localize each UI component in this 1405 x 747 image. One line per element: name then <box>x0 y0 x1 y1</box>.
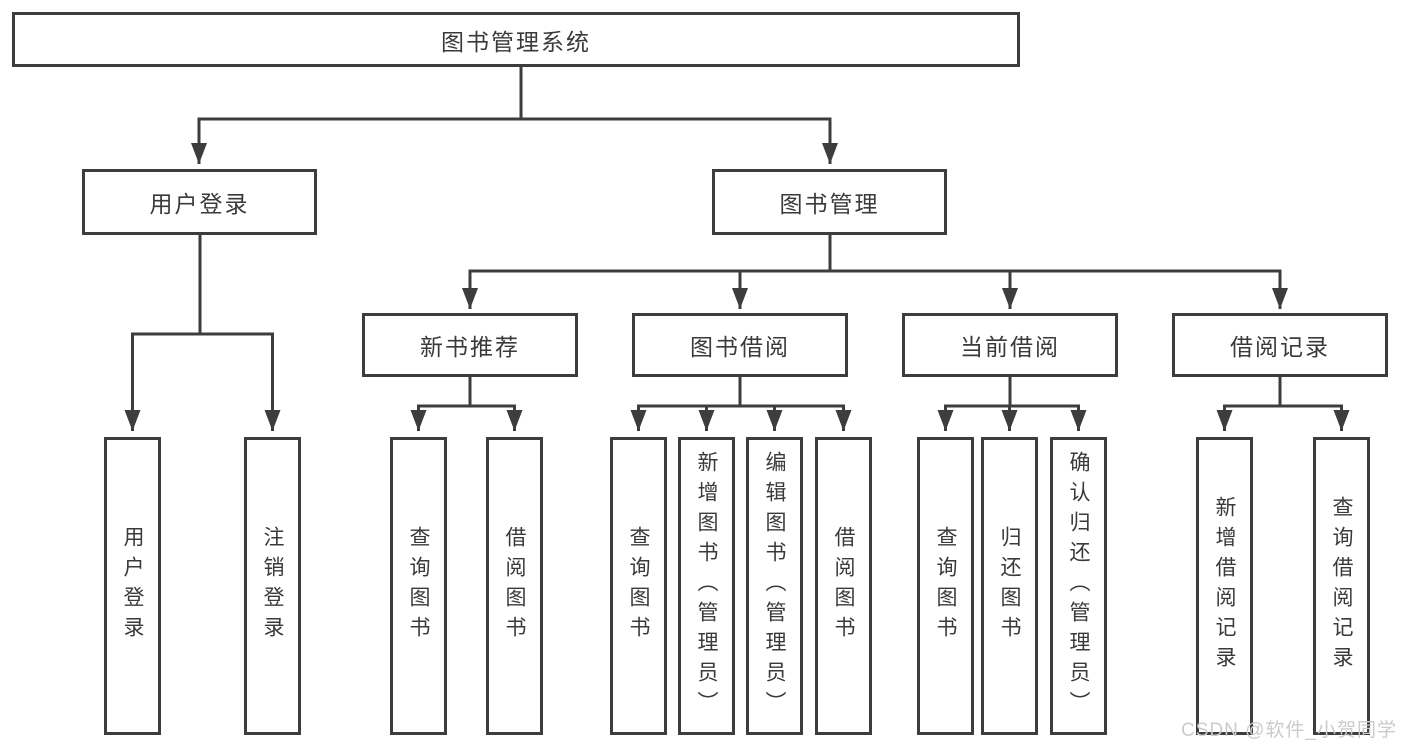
leaf-user-login: 用户登录 <box>104 437 161 735</box>
leaf-query-book-current: 查询图书 <box>917 437 974 735</box>
leaf-add-book-admin-label: 新增图书（管理员） <box>695 451 719 721</box>
leaf-query-book-borrowing: 查询图书 <box>610 437 667 735</box>
node-book-borrowing: 图书借阅 <box>632 313 848 377</box>
leaf-query-borrow-record: 查询借阅记录 <box>1313 437 1370 735</box>
leaf-borrow-book: 借阅图书 <box>815 437 872 735</box>
node-root: 图书管理系统 <box>12 12 1020 67</box>
leaf-query-book-current-label: 查询图书 <box>934 526 958 646</box>
leaf-query-book-recommend: 查询图书 <box>390 437 447 735</box>
leaf-borrow-book-label: 借阅图书 <box>832 526 856 646</box>
leaf-confirm-return-admin: 确认归还（管理员） <box>1050 437 1107 735</box>
leaf-add-borrow-record: 新增借阅记录 <box>1196 437 1253 735</box>
leaf-query-book-recommend-label: 查询图书 <box>407 526 431 646</box>
leaf-user-login-label: 用户登录 <box>121 526 145 646</box>
leaf-borrow-book-recommend: 借阅图书 <box>486 437 543 735</box>
leaf-return-book: 归还图书 <box>981 437 1038 735</box>
leaf-query-book-borrowing-label: 查询图书 <box>627 526 651 646</box>
leaf-edit-book-admin: 编辑图书（管理员） <box>746 437 803 735</box>
leaf-query-borrow-record-label: 查询借阅记录 <box>1330 496 1354 676</box>
leaf-logout-label: 注销登录 <box>261 526 285 646</box>
node-user-login-branch: 用户登录 <box>82 169 317 235</box>
leaf-edit-book-admin-label: 编辑图书（管理员） <box>763 451 787 721</box>
node-book-management-branch: 图书管理 <box>712 169 947 235</box>
node-borrowing-records: 借阅记录 <box>1172 313 1388 377</box>
leaf-return-book-label: 归还图书 <box>998 526 1022 646</box>
leaf-add-book-admin: 新增图书（管理员） <box>678 437 735 735</box>
leaf-add-borrow-record-label: 新增借阅记录 <box>1213 496 1237 676</box>
csdn-watermark: CSDN @软件_小贺同学 <box>1181 720 1397 741</box>
leaf-borrow-book-recommend-label: 借阅图书 <box>503 526 527 646</box>
node-new-book-recommend: 新书推荐 <box>362 313 578 377</box>
node-current-borrowing: 当前借阅 <box>902 313 1118 377</box>
leaf-confirm-return-admin-label: 确认归还（管理员） <box>1067 451 1091 721</box>
leaf-logout: 注销登录 <box>244 437 301 735</box>
